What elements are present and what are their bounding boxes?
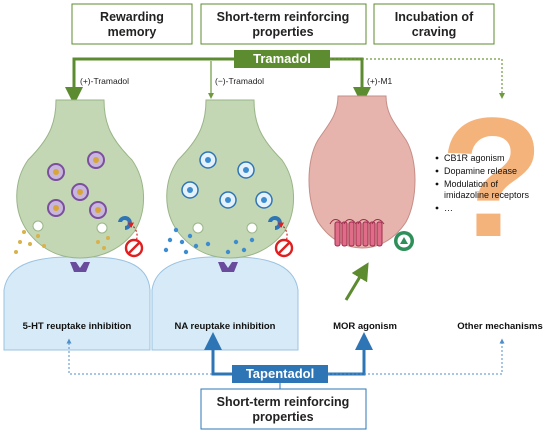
serotonin-molecules: [14, 230, 110, 254]
noradrenaline-molecules: [163, 227, 255, 255]
receptor-serotonin: [70, 262, 90, 272]
mechanism-mor: MOR agonism: [333, 321, 397, 332]
arrow-tap-na: [204, 332, 232, 376]
arrow-plus-tramadol: [65, 57, 234, 105]
enantiomer-plus-label: (+)-Tramadol: [80, 76, 129, 86]
other-mechanisms-list: CB1R agonism Dopamine release Modulation…: [435, 153, 530, 213]
arrow-mor-activation: [344, 262, 369, 301]
tramadol-label: Tramadol: [253, 51, 311, 66]
rewarding-memory-box: [71, 3, 193, 45]
neuron-mor: [308, 95, 416, 301]
tapentadol-arrows: Tapentadol: [66, 332, 505, 389]
block-icon: [274, 238, 294, 258]
postsynaptic-cells: [3, 256, 299, 351]
tramadol-arrows: Tramadol (+)-Tramadol (−)-Tramadol (+)-M…: [65, 50, 505, 105]
receptor-noradrenaline: [218, 262, 238, 272]
block-icon: [124, 238, 144, 258]
mor-receptor: [334, 221, 383, 247]
mechanism-na: NA reuptake inhibition: [175, 321, 276, 332]
short-term-box: [200, 3, 367, 45]
neuron-noradrenaline: [163, 99, 295, 272]
other-item-4: …: [444, 203, 453, 213]
arrow-m1: [330, 57, 371, 105]
arrow-other-tramadol: [330, 58, 505, 99]
enantiomer-minus-label: (−)-Tramadol: [215, 76, 264, 86]
other-item-1: CB1R agonism: [444, 153, 505, 163]
tapentadol-label: Tapentadol: [246, 366, 314, 381]
mechanism-labels: 5-HT reuptake inhibition NA reuptake inh…: [23, 321, 543, 332]
vesicles-serotonin: [47, 151, 107, 219]
arrow-tap-other: [328, 338, 505, 375]
other-item-2: Dopamine release: [444, 166, 517, 176]
neuron-serotonin: [14, 99, 145, 272]
m1-label: (+)-M1: [367, 76, 393, 86]
vesicles-noradrenaline: [181, 151, 273, 209]
tramadol-box: [234, 50, 330, 68]
other-item-3: Modulation of imidazoline receptors: [444, 179, 530, 200]
question-mark-icon: ?: [440, 83, 544, 273]
arrow-tap-5ht: [66, 338, 232, 375]
arrow-tap-mor: [328, 332, 373, 376]
mechanism-other: Other mechanisms: [457, 321, 543, 332]
tapentadol-box: [232, 365, 328, 383]
incubation-box: [373, 3, 495, 45]
activation-icon: [394, 231, 414, 251]
tapentadol-effect-box: [200, 388, 367, 430]
mechanism-5ht: 5-HT reuptake inhibition: [23, 321, 132, 332]
